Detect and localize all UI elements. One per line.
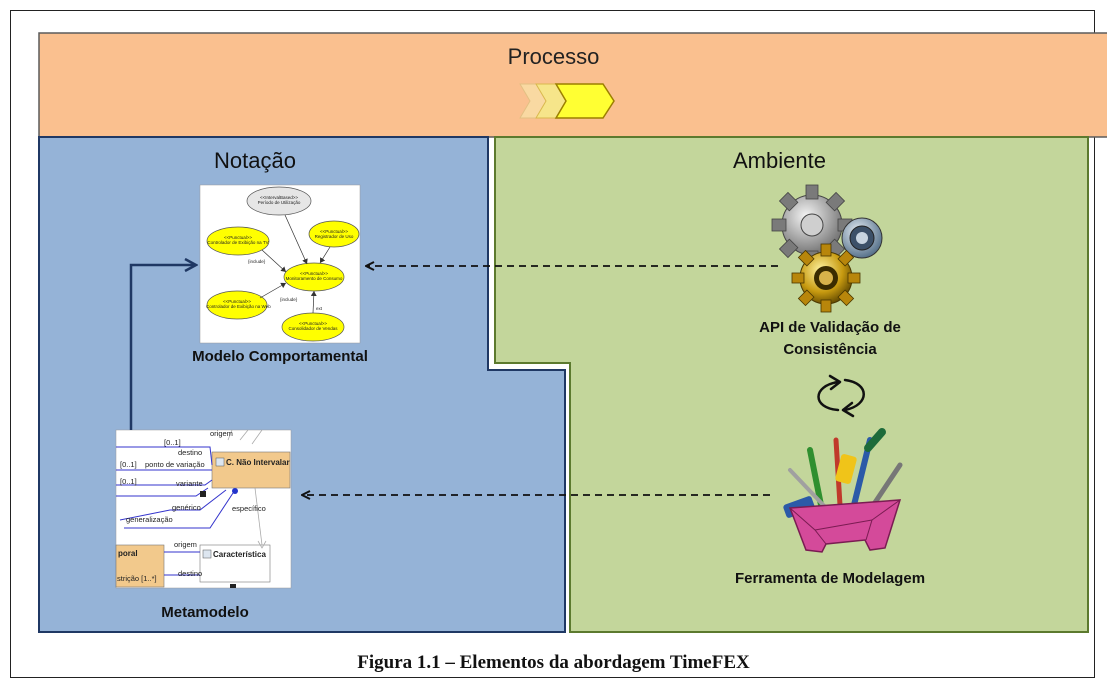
mm-especifico: específico bbox=[232, 504, 266, 513]
mm-restricao: strição [1..*] bbox=[117, 574, 157, 583]
usecase-center-text: <<Punctual>> Monitoramento de Consumo bbox=[285, 271, 343, 281]
mm-ponto-variacao: ponto de variação bbox=[145, 460, 205, 469]
mm-origem-bottom: origem bbox=[174, 540, 197, 549]
mm-origem-top: origem bbox=[210, 429, 233, 438]
mm-range-b: [0..1] bbox=[120, 460, 137, 469]
gears-icon bbox=[771, 184, 883, 313]
modelo-label: Modelo Comportamental bbox=[192, 348, 368, 365]
mm-poral: poral bbox=[118, 549, 138, 558]
mm-caracteristica: Característica bbox=[213, 550, 266, 559]
metamodel-diagram bbox=[115, 429, 291, 588]
mm-generico: genérico bbox=[172, 503, 201, 512]
usecase-left-bottom-text: <<Punctual>> Controlador de Exibição na … bbox=[206, 299, 271, 309]
mm-range-a: [0..1] bbox=[164, 438, 181, 447]
usecase-right-top-text: <<Punctual>> Registrador de Uso bbox=[314, 229, 354, 239]
toolbox-icon bbox=[783, 428, 903, 553]
api-label-line1: API de Validação de bbox=[759, 319, 901, 336]
mm-c-nao-intervalar: C. Não Intervalar bbox=[226, 458, 290, 467]
figure-frame bbox=[10, 10, 1095, 678]
mm-range-c: [0..1] bbox=[120, 477, 137, 486]
mm-destino-top: destino bbox=[178, 448, 203, 457]
usecase-top-text: <<IntervalBased>> Período de Utilização bbox=[257, 195, 301, 205]
usecase-right-bottom-text: <<Punctual>> Consolidador de Vendas bbox=[288, 321, 338, 331]
metamodelo-label: Metamodelo bbox=[161, 604, 249, 621]
processo-title: Processo bbox=[507, 44, 600, 69]
api-label-line2: Consistência bbox=[783, 341, 877, 358]
ferramenta-label: Ferramenta de Modelagem bbox=[734, 570, 926, 587]
ambiente-title: Ambiente bbox=[733, 148, 826, 173]
process-chevron-icon bbox=[519, 83, 615, 119]
metamodelo-to-modelo-arrow bbox=[129, 265, 196, 430]
notacao-title: Notação bbox=[214, 148, 296, 173]
usecase-diagram bbox=[206, 186, 360, 342]
usecase-include-a: {include} bbox=[248, 259, 266, 264]
mm-generalizacao: generalização bbox=[126, 515, 173, 524]
ambiente-region bbox=[494, 136, 1089, 633]
mm-destino-bottom: destino bbox=[178, 569, 203, 578]
usecase-ext: ext bbox=[316, 306, 323, 311]
usecase-left-top-text: <<Punctual>> Controlador de Exibição na … bbox=[207, 235, 269, 245]
mm-variante: variante bbox=[176, 479, 203, 488]
usecase-include-b: {include} bbox=[280, 297, 298, 302]
figure-caption: Figura 1.1 – Elementos da abordagem Time… bbox=[357, 652, 750, 673]
cycle-arrows-icon bbox=[817, 374, 865, 418]
